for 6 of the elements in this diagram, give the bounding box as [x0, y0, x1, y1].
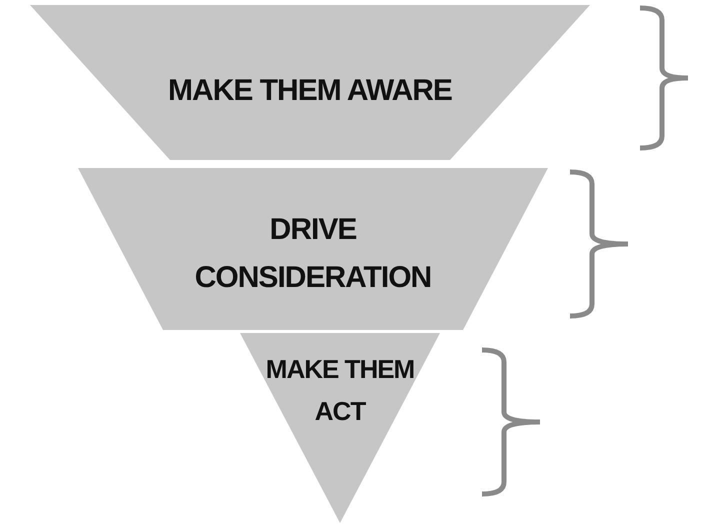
funnel-label: DRIVE CONSIDERATION	[194, 212, 432, 296]
funnel-middle-section	[78, 168, 548, 330]
funnel-label: MAKE THEM ACT	[264, 353, 416, 428]
funnel-label: MAKE THEM AWARE	[167, 73, 453, 109]
funnel-bottom-section	[240, 333, 440, 523]
funnel-top-section	[30, 5, 590, 160]
